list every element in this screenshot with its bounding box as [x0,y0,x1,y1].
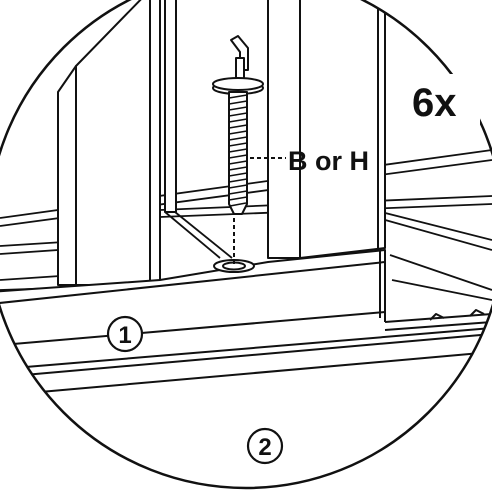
part-1-badge [106,315,144,353]
screw-fastener [212,35,264,215]
part-2-number: 2 [258,434,271,461]
part-code-label: B or H [288,146,369,176]
quantity-label: 6x [412,81,457,125]
part-1-number: 1 [118,322,131,349]
magnified-detail [0,0,492,465]
part-2-badge [246,427,284,465]
adjacent-detail-arc [469,337,492,373]
right-upright-post [267,0,386,259]
center-back-upright [164,0,177,213]
front-rail-part-1 [0,249,386,347]
quantity-label-backdrop [404,74,480,128]
base-panel-part-2 [0,309,492,393]
left-upright-post [57,0,161,286]
